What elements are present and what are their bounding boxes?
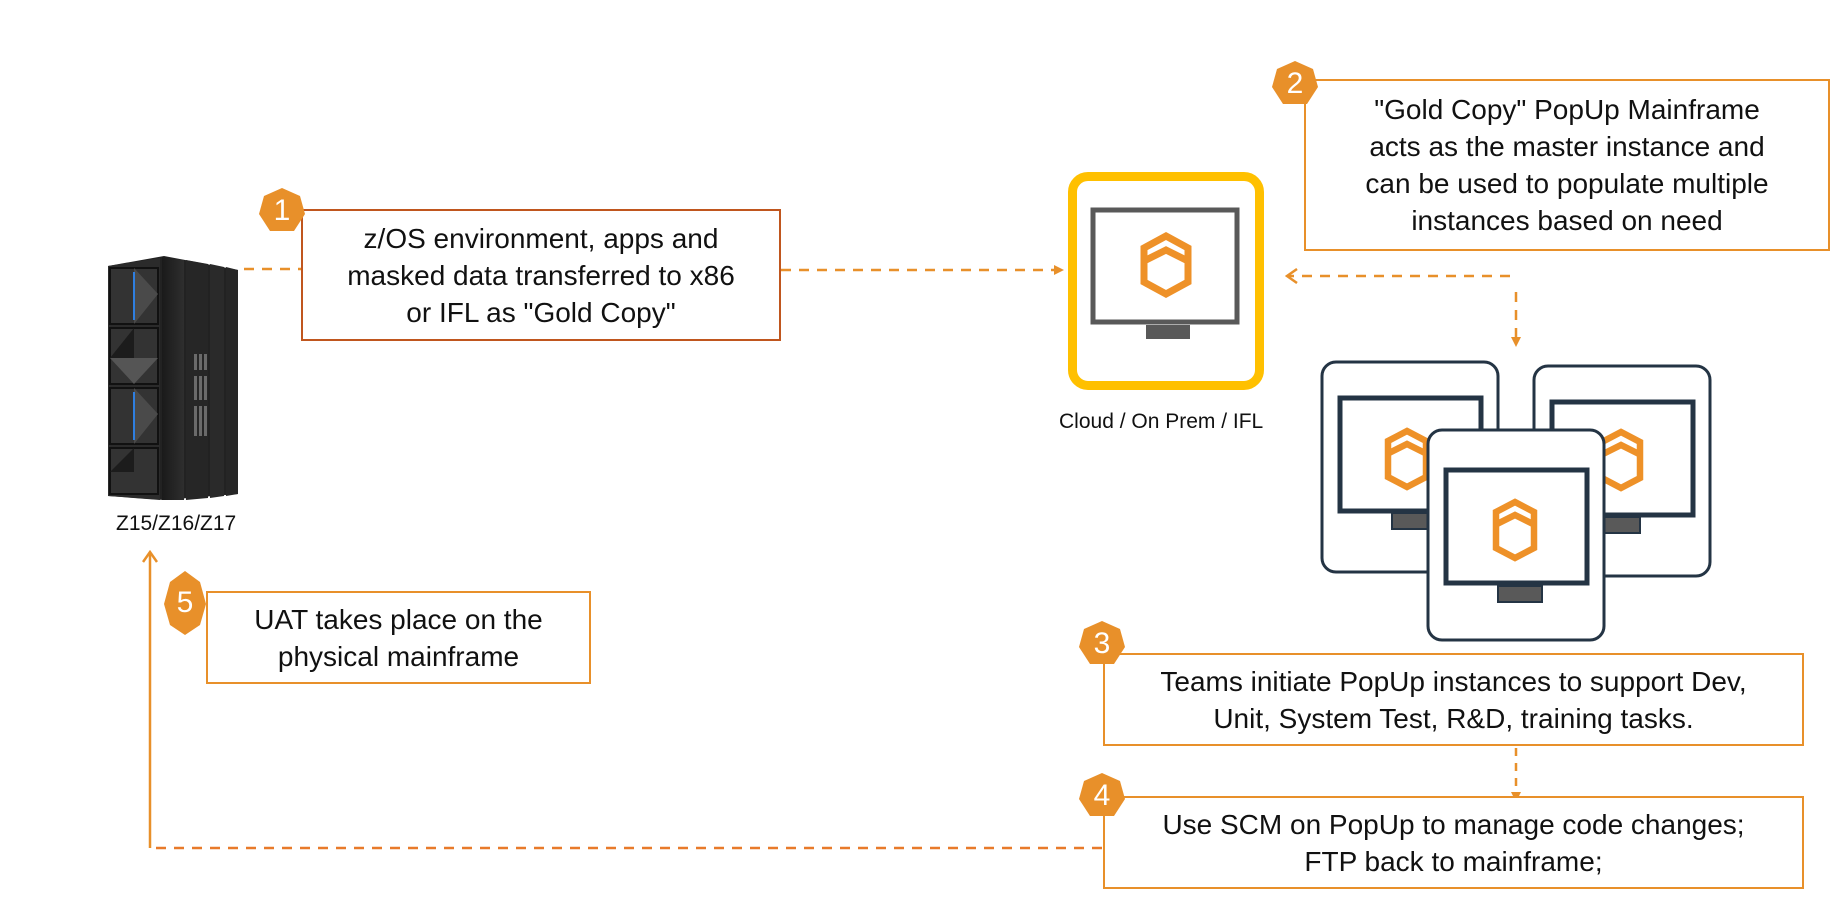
gold-copy-host: [1068, 172, 1264, 390]
popup-monitor-icon: [1090, 207, 1240, 339]
step-2-text: "Gold Copy" PopUp Mainframe acts as the …: [1365, 94, 1769, 236]
mainframe-label: Z15/Z16/Z17: [116, 512, 237, 535]
step-5-badge: 5: [162, 570, 208, 636]
step-1-text: z/OS environment, apps and masked data t…: [347, 222, 735, 328]
step-1-box: z/OS environment, apps and masked data t…: [301, 209, 781, 341]
popup-instance-3: [1426, 428, 1606, 642]
popup-logo-icon: [1384, 427, 1430, 491]
popup-logo-icon: [1492, 498, 1538, 562]
step-3-text: Teams initiate PopUp instances to suppor…: [1160, 665, 1747, 734]
step-4-badge: 4: [1078, 772, 1126, 820]
step-2-box: "Gold Copy" PopUp Mainframe acts as the …: [1304, 79, 1830, 251]
step-2-badge: 2: [1271, 60, 1319, 108]
step-5-text: UAT takes place on the physical mainfram…: [254, 603, 543, 672]
step-1-badge: 1: [258, 187, 306, 235]
step-3-badge: 3: [1078, 620, 1126, 668]
popup-logo-icon: [1140, 232, 1192, 298]
gold-copy-host-label: Cloud / On Prem / IFL: [1059, 410, 1264, 433]
step-5-box: UAT takes place on the physical mainfram…: [206, 591, 591, 684]
step-4-text: Use SCM on PopUp to manage code changes;…: [1162, 808, 1745, 877]
mainframe-image: [104, 254, 239, 502]
step-3-box: Teams initiate PopUp instances to suppor…: [1103, 653, 1804, 746]
ibm-z-mainframe-icon: [108, 256, 238, 500]
step-4-box: Use SCM on PopUp to manage code changes;…: [1103, 796, 1804, 889]
popup-instances-group: [1310, 360, 1715, 645]
